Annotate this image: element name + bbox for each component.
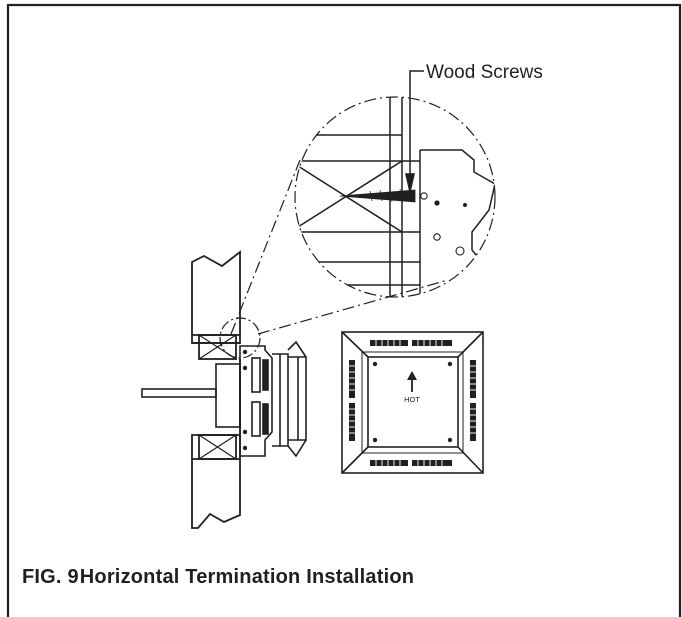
hot-marking: HOT	[404, 395, 420, 404]
front-screw-holes	[372, 361, 453, 443]
front-louvers	[349, 340, 476, 466]
zoom-connector-lines	[230, 159, 449, 335]
figure-title: Horizontal Termination Installation	[79, 566, 415, 588]
figure-number: FIG. 9	[22, 566, 79, 588]
callout-leader	[405, 70, 424, 193]
wood-screws-label: Wood Screws	[426, 62, 543, 83]
vent-pipe	[141, 363, 241, 428]
figure-caption: FIG. 9 Horizontal Termination Installati…	[22, 566, 414, 589]
hot-arrow-icon	[407, 371, 417, 392]
page-border	[6, 3, 682, 617]
front-louver-gaps	[349, 340, 476, 466]
detail-callout-circle	[219, 317, 261, 359]
front-view-termination-cap	[341, 331, 484, 474]
detail-magnifier	[294, 96, 496, 298]
side-termination-cap	[239, 340, 307, 458]
